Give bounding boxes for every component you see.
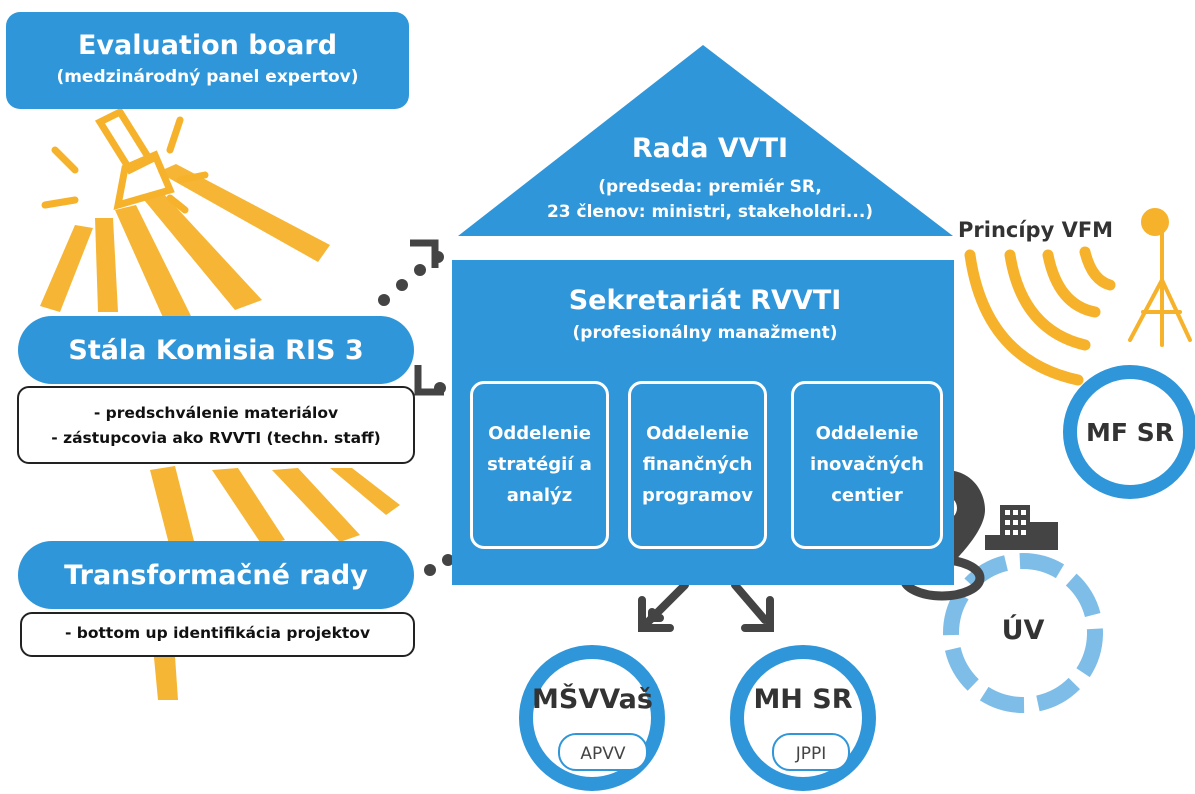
department-line: stratégií a [487, 454, 592, 475]
apvv-pill: APVV [558, 733, 648, 771]
rada-subtitle-line2: 23 členov: ministri, stakeholdri...) [546, 202, 874, 222]
rada-title: Rada VVTI [631, 133, 789, 164]
department-line: centier [831, 485, 903, 506]
jppi-pill: JPPI [772, 733, 850, 771]
evaluation-board-subtitle: (medzinárodný panel expertov) [56, 67, 359, 87]
lamp-icon [1128, 208, 1192, 347]
department-line: Oddelenie [646, 423, 749, 444]
house-body [452, 260, 954, 585]
transformacne-note: - bottom up identifikácia projektov [20, 612, 415, 657]
department-line: inovačných [810, 454, 924, 475]
komisia-note-line2: - zástupcovia ako RVVTI (techn. staff) [51, 429, 381, 447]
department-line: programov [642, 485, 753, 506]
mhsr-label: MH SR [753, 684, 853, 715]
mfsr-circle [1063, 365, 1195, 499]
house-roof [458, 45, 953, 236]
komisia-note: - predschválenie materiálov - zástupcovi… [17, 386, 415, 464]
department-line: Oddelenie [815, 423, 919, 444]
department-box-inovacne: Oddelenie inovačných centier [791, 381, 943, 549]
rada-subtitle-line1: (predseda: premiér SR, [598, 177, 822, 197]
sekretariat-subtitle: (profesionálny manažment) [572, 323, 838, 343]
mfsr-label: MF SR [1086, 418, 1174, 447]
evaluation-board-box: Evaluation board (medzinárodný panel exp… [6, 12, 409, 109]
department-line: finančných [642, 454, 753, 475]
komisia-note-line1: - predschválenie materiálov [93, 404, 339, 422]
flashlight-icon [41, 107, 209, 214]
department-box-financne: Oddelenie finančných programov [628, 381, 767, 549]
down-arrows [638, 581, 774, 632]
uv-label: ÚV [1001, 615, 1045, 646]
komisia-pill: Stála Komisia RIS 3 [18, 316, 414, 384]
principy-label: Princípy VFM [958, 218, 1114, 242]
rada-subtitle: (predseda: premiér SR, 23 členov: minist… [480, 175, 940, 225]
uv-circle [943, 553, 1103, 713]
vfm-arcs [964, 246, 1116, 386]
department-line: Oddelenie [488, 423, 591, 444]
department-line: analýz [506, 485, 573, 506]
sekretariat-title: Sekretariát RVVTI [568, 285, 842, 316]
msvvas-label: MŠVVaš [532, 684, 653, 715]
transformacne-pill: Transformačné rady [18, 541, 414, 609]
department-box-strategie: Oddelenie stratégií a analýz [470, 381, 609, 549]
evaluation-board-title: Evaluation board [77, 30, 338, 61]
